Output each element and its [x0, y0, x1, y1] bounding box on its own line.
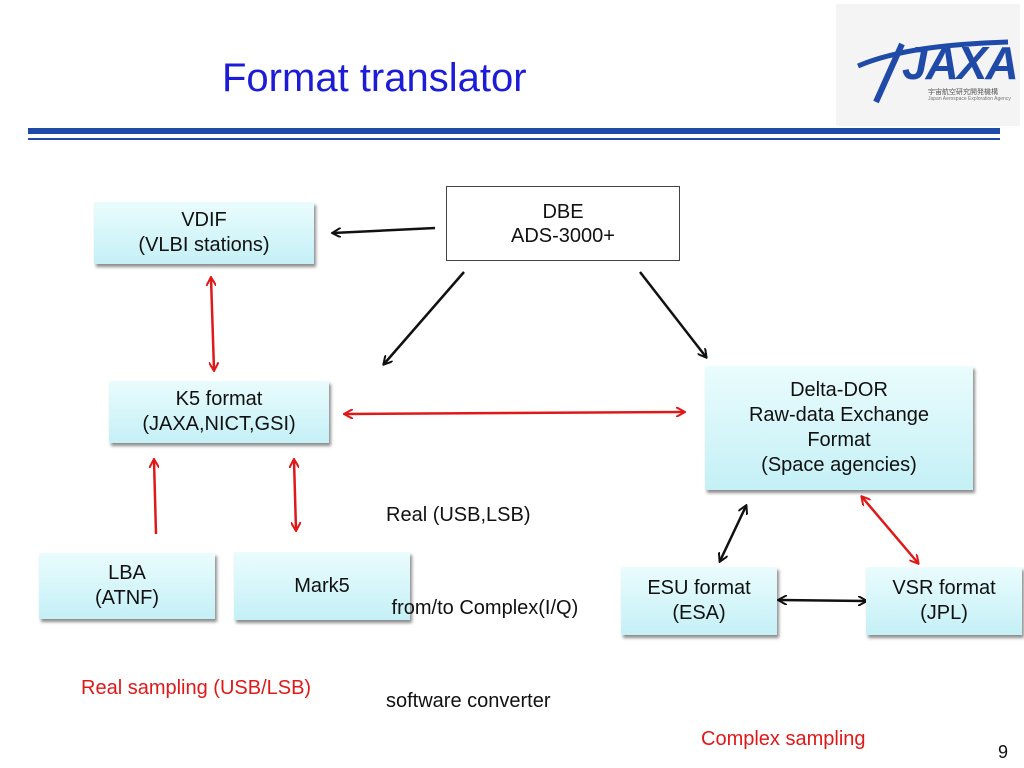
- vsr-subtitle: (JPL): [920, 602, 968, 624]
- slide-title: Format translator: [222, 56, 527, 100]
- delta-dor-subtitle: (Space agencies): [761, 454, 917, 476]
- vdif-subtitle: (VLBI stations): [138, 234, 270, 256]
- arrow-k5-delta-dor: [345, 412, 684, 414]
- delta-dor-box: Delta-DOR Raw-data Exchange Format (Spac…: [705, 366, 973, 490]
- real-sampling-label: Real sampling (USB/LSB): [81, 677, 312, 699]
- k5-subtitle: (JAXA,NICT,GSI): [142, 413, 296, 435]
- dbe-model: ADS-3000+: [511, 224, 615, 247]
- delta-dor-line3: Format: [807, 429, 871, 451]
- arrow-dbe-to-k5: [384, 271, 465, 364]
- esu-subtitle: (ESA): [672, 602, 726, 624]
- jaxa-swoosh-icon: [857, 39, 1009, 104]
- logo-wordmark: JAXA: [902, 37, 1019, 89]
- logo-english-name: Japan Aerospace Exploration Agency: [928, 96, 1011, 102]
- vdif-box: VDIF (VLBI stations): [94, 202, 314, 264]
- converter-note-line3: software converter: [386, 690, 551, 712]
- converter-note-line2: from/to Complex(I/Q): [386, 597, 579, 619]
- arrow-mark5-k5: [294, 460, 296, 530]
- dbe-label: DBE: [542, 200, 584, 223]
- page-number: 9: [998, 742, 1009, 762]
- esu-label: ESU format: [647, 577, 751, 599]
- vsr-label: VSR format: [892, 577, 996, 599]
- arrow-vdif-k5: [211, 278, 214, 370]
- arrow-dbe-to-vdif: [333, 226, 436, 233]
- title-rule-thick: [28, 128, 1000, 134]
- title-rule-thin: [28, 138, 1000, 140]
- k5-format-box: K5 format (JAXA,NICT,GSI): [109, 381, 329, 443]
- complex-sampling-label: Complex sampling: [701, 728, 866, 750]
- dbe-box: DBE ADS-3000+: [446, 186, 680, 261]
- arrow-delta-dor-vsr: [862, 497, 918, 563]
- lba-label: LBA: [108, 562, 146, 584]
- delta-dor-label: Delta-DOR: [790, 379, 888, 401]
- k5-label: K5 format: [175, 388, 263, 410]
- esu-format-box: ESU format (ESA): [621, 567, 777, 635]
- mark5-box: Mark5: [234, 552, 410, 620]
- arrow-delta-dor-esu: [720, 506, 746, 561]
- arrow-esu-vsr: [779, 600, 866, 601]
- converter-note: Real (USB,LSB) from/to Complex(I/Q) soft…: [386, 438, 578, 748]
- lba-subtitle: (ATNF): [94, 587, 160, 609]
- arrow-dbe-to-delta-dor: [639, 271, 706, 357]
- vdif-label: VDIF: [181, 209, 227, 231]
- vsr-format-box: VSR format (JPL): [866, 567, 1022, 635]
- mark5-label: Mark5: [294, 574, 350, 597]
- delta-dor-line2: Raw-data Exchange: [748, 404, 930, 426]
- converter-note-line1: Real (USB,LSB): [386, 504, 531, 526]
- arrow-lba-to-k5: [154, 460, 156, 535]
- lba-box: LBA (ATNF): [39, 553, 215, 619]
- jaxa-logo: JAXA 宇宙航空研究開発機構 Japan Aerospace Explorat…: [836, 4, 1020, 126]
- logo-japanese-name: 宇宙航空研究開発機構: [928, 89, 998, 96]
